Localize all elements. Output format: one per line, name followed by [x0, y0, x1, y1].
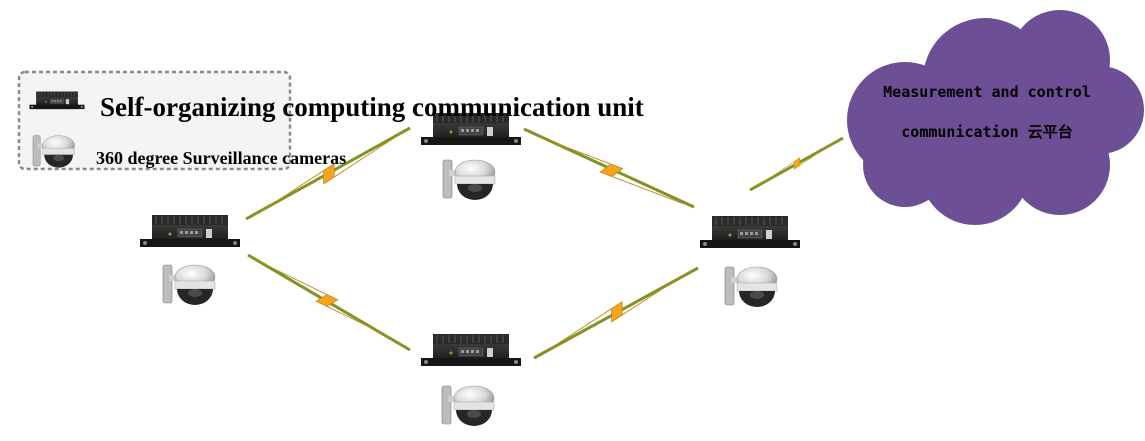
communication-unit-icon	[420, 333, 522, 367]
bolt-bottom-right	[544, 267, 690, 356]
legend-communication-unit-icon	[29, 91, 85, 110]
legend-camera-label: 360 degree Surveillance cameras	[96, 148, 347, 168]
legend-unit-label: Self-organizing computing communication …	[100, 92, 644, 122]
node-bottom	[420, 333, 522, 427]
dome-camera-icon	[162, 264, 216, 306]
cloud-label-line1: Measurement and control	[883, 83, 1091, 101]
node-right	[699, 215, 801, 308]
dome-camera-icon	[724, 266, 778, 308]
communication-unit-icon	[699, 215, 801, 249]
bolt-right-cloud	[755, 137, 838, 190]
legend-dome-camera-icon	[32, 135, 75, 169]
cloud-label-line2: communication 云平台	[901, 123, 1073, 141]
communication-unit-icon	[139, 214, 241, 248]
cloud-label: Measurement and control communication 云平…	[852, 72, 1122, 152]
dome-camera-icon	[441, 385, 495, 427]
dome-camera-icon	[442, 159, 496, 201]
cloud-shape	[847, 10, 1144, 225]
node-left	[139, 214, 241, 306]
node-top	[420, 112, 522, 201]
legend-box	[17, 70, 292, 171]
bolt-top-right	[536, 130, 686, 210]
